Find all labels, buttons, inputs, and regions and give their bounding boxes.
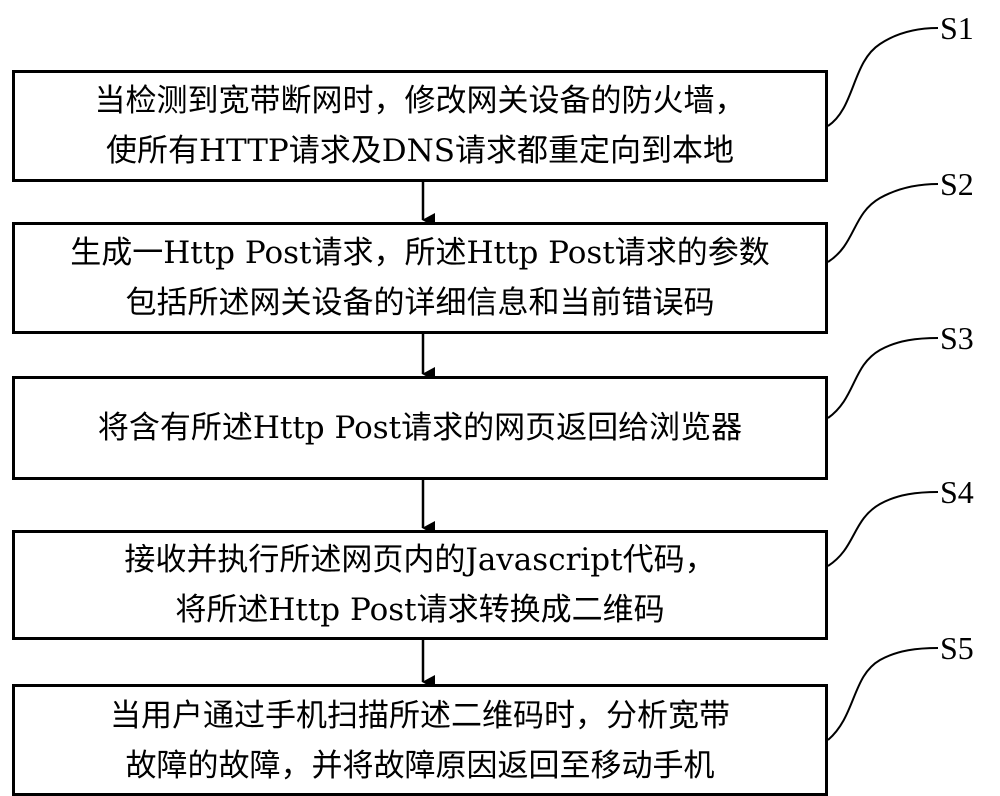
flow-connectors — [421, 27, 939, 741]
step-box-s2: 生成一Http Post请求，所述Http Post请求的参数 包括所述网关设备… — [12, 222, 828, 334]
leader-s1 — [827, 27, 939, 127]
step-label-s4: S4 — [940, 474, 974, 510]
step-label-s5: S5 — [940, 630, 974, 666]
leader-s2 — [827, 183, 939, 263]
step-label-s1: S1 — [940, 10, 974, 46]
step-s4-line-2: 将所述Http Post请求转换成二维码 — [175, 592, 665, 628]
leader-s3 — [827, 337, 939, 419]
step-box-s5: 当用户通过手机扫描所述二维码时，分析宽带 故障的故障，并将故障原因返回至移动手机 — [12, 684, 828, 796]
step-s1-line-2: 使所有HTTP请求及DNS请求都重定向到本地 — [105, 133, 735, 169]
leader-s5 — [827, 647, 939, 741]
step-s5-line-2: 故障的故障，并将故障原因返回至移动手机 — [125, 748, 715, 784]
step-label-s3: S3 — [940, 320, 974, 356]
step-box-s4: 接收并执行所述网页内的Javascript代码， 将所述Http Post请求转… — [12, 530, 828, 640]
step-box-s3: 将含有所述Http Post请求的网页返回给浏览器 — [12, 376, 828, 480]
step-s4-line-1: 接收并执行所述网页内的Javascript代码， — [124, 542, 716, 578]
step-s5-line-1: 当用户通过手机扫描所述二维码时，分析宽带 — [110, 698, 730, 734]
step-s2-line-2: 包括所述网关设备的详细信息和当前错误码 — [125, 285, 715, 321]
step-s3-line-1: 将含有所述Http Post请求的网页返回给浏览器 — [97, 410, 743, 446]
step-box-s1: 当检测到宽带断网时，修改网关设备的防火墙， 使所有HTTP请求及DNS请求都重定… — [12, 70, 828, 182]
leader-s4 — [827, 491, 939, 567]
step-label-s2: S2 — [940, 166, 974, 202]
step-s2-line-1: 生成一Http Post请求，所述Http Post请求的参数 — [70, 235, 770, 271]
step-s1-line-1: 当检测到宽带断网时，修改网关设备的防火墙， — [94, 83, 746, 119]
